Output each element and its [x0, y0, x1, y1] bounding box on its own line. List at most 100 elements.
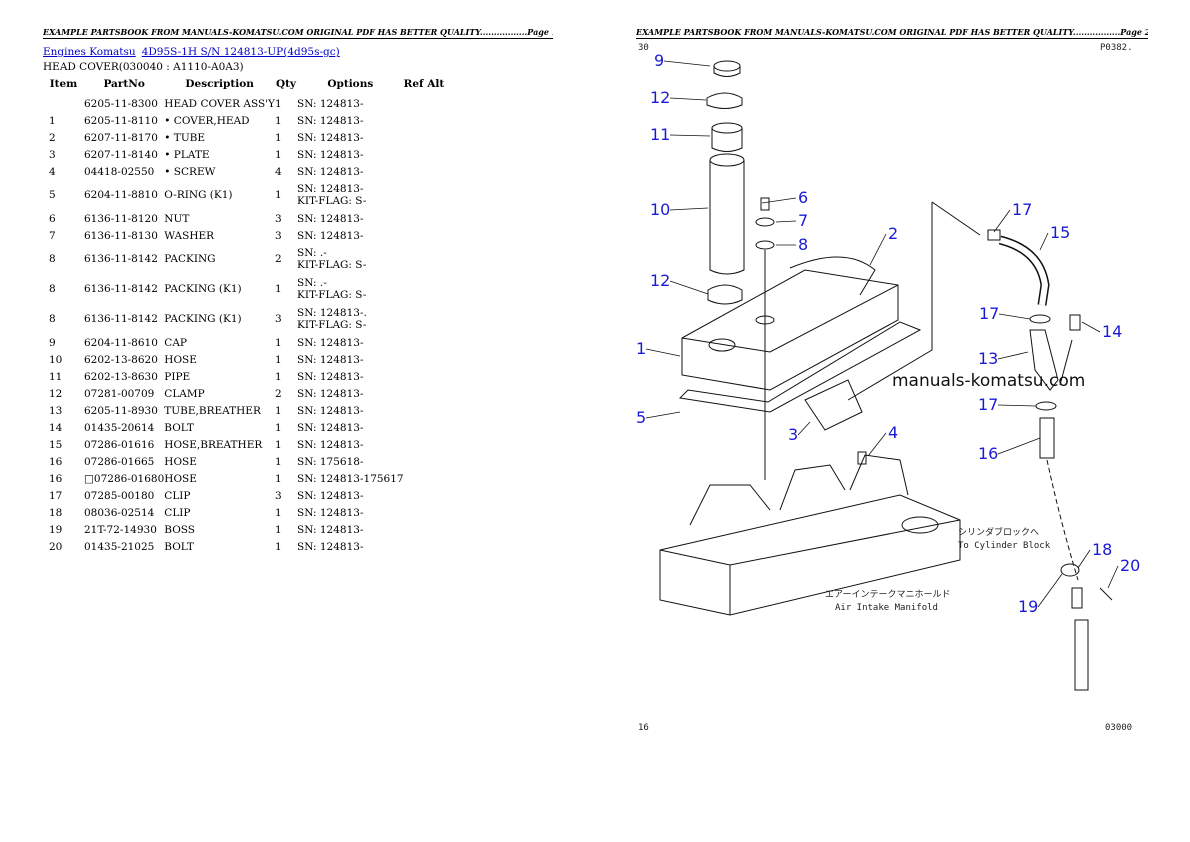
option-sn: SN: .-: [297, 247, 327, 259]
cell-desc: BOLT: [164, 540, 194, 553]
cell-part: 21T-72-14930: [84, 523, 157, 536]
breadcrumb: Engines Komatsu 4D95S-1H S/N 124813-UP(4d…: [43, 46, 340, 58]
callout-4: 4: [888, 423, 898, 442]
cell-qty: 4: [275, 165, 282, 178]
leader-line: [775, 220, 797, 223]
cell-ref-alt: [404, 504, 445, 521]
cell-item: 8: [49, 283, 56, 295]
cell-desc: • SCREW: [164, 165, 216, 178]
cell-options: SN: 124813-: [297, 227, 404, 244]
leader-line: [669, 134, 711, 137]
option-kit-flag: KIT-FLAG: S-: [297, 195, 367, 207]
cell-part: 6204-11-8810: [84, 189, 158, 201]
cell-item: 16: [49, 472, 63, 485]
cell-ref-alt: [404, 368, 445, 385]
cell-ref-alt: [404, 351, 445, 368]
option-sn: SN: 124813-: [297, 229, 364, 242]
callout-6: 6: [798, 188, 808, 207]
cell-ref-alt: [404, 385, 445, 402]
cell-qty: 1: [275, 148, 282, 161]
cell-desc: TUBE,BREATHER: [164, 404, 261, 417]
cell-desc: NUT: [164, 212, 190, 225]
cell-ref-alt: [404, 436, 445, 453]
callout-18: 18: [1092, 540, 1112, 559]
leader-line: [645, 411, 681, 419]
col-header-options: Options: [327, 78, 374, 90]
cell-ref-alt: [404, 210, 445, 227]
leader-line: [997, 351, 1029, 360]
cell-part: □07286-01680: [84, 472, 165, 485]
cell-desc: PACKING (K1): [164, 313, 242, 325]
cell-part: 6205-11-8930: [84, 404, 158, 417]
cell-options: SN: 124813-: [297, 385, 404, 402]
cell-desc: HOSE: [164, 455, 197, 468]
option-sn: SN: 124813-: [297, 131, 364, 144]
cell-part: 6202-13-8620: [84, 353, 158, 366]
cell-qty: 2: [275, 387, 282, 400]
leader-line: [645, 348, 681, 357]
cell-item: 6: [49, 212, 56, 225]
cell-item: 1: [49, 114, 56, 127]
cell-options: SN: 124813-: [297, 163, 404, 180]
breadcrumb-link-engines[interactable]: Engines Komatsu: [43, 46, 136, 58]
option-sn: SN: 124813-: [297, 540, 364, 553]
cell-desc: CAP: [164, 336, 187, 349]
cell-item: 5: [49, 189, 56, 201]
option-sn: SN: 124813-: [297, 212, 364, 225]
cell-part: 6136-11-8142: [84, 253, 158, 265]
option-sn: SN: 124813-: [297, 148, 364, 161]
cell-options: SN: 124813-: [297, 419, 404, 436]
parts-table: Item PartNo Description Qty Options Ref …: [43, 77, 444, 555]
cell-options: SN: 124813-: [297, 95, 404, 112]
cell-item: 14: [49, 421, 63, 434]
cell-item: 16: [49, 455, 63, 468]
col-header-description: Description: [185, 78, 254, 90]
cell-item: 3: [49, 148, 56, 161]
page-header-right: EXAMPLE PARTSBOOK FROM MANUALS-KOMATSU.C…: [636, 27, 1148, 39]
option-sn: SN: 124813-: [297, 97, 364, 110]
breadcrumb-link-model[interactable]: 4D95S-1H S/N 124813-UP(4d95s-gc): [141, 46, 340, 58]
cell-options: SN: 124813-: [297, 129, 404, 146]
cell-options: SN: 124813-: [297, 538, 404, 555]
cell-part: 6136-11-8142: [84, 313, 158, 325]
option-kit-flag: KIT-FLAG: S-: [297, 319, 367, 331]
cell-ref-alt: [404, 487, 445, 504]
leader-line: [1081, 321, 1101, 333]
cell-options: SN: 124813-: [297, 402, 404, 419]
option-sn: SN: 124813-: [297, 165, 364, 178]
option-sn: SN: 124813-: [297, 489, 364, 502]
cell-desc: CLIP: [164, 489, 191, 502]
callout-9: 9: [654, 51, 664, 70]
cell-qty: 1: [275, 523, 282, 536]
option-sn: SN: 124813-: [297, 353, 364, 366]
cell-item: 10: [49, 353, 63, 366]
option-sn: SN: 124813-: [297, 114, 364, 127]
cell-part: 6207-11-8140: [84, 148, 158, 161]
option-sn: SN: 124813-: [297, 183, 364, 195]
callout-12: 12: [650, 88, 670, 107]
leader-line: [669, 97, 707, 101]
cell-qty: 3: [275, 313, 282, 325]
cell-desc: • COVER,HEAD: [164, 114, 250, 127]
diagram-corner-tr: P0382.: [1100, 43, 1133, 53]
cell-ref-alt: [404, 334, 445, 351]
leader-line: [797, 421, 811, 436]
cell-ref-alt: [404, 521, 445, 538]
cell-ref-alt: [404, 180, 445, 210]
option-sn: SN: 124813-: [297, 438, 364, 451]
cell-options: SN: 124813-: [297, 146, 404, 163]
cell-ref-alt: [404, 453, 445, 470]
cell-desc: HOSE,BREATHER: [164, 438, 263, 451]
cell-item: 7: [49, 229, 56, 242]
page-subtitle: HEAD COVER(030040 : A1110-A0A3): [43, 61, 244, 73]
cell-ref-alt: [404, 419, 445, 436]
cell-desc: HOSE: [164, 472, 197, 485]
callout-20: 20: [1120, 556, 1140, 575]
